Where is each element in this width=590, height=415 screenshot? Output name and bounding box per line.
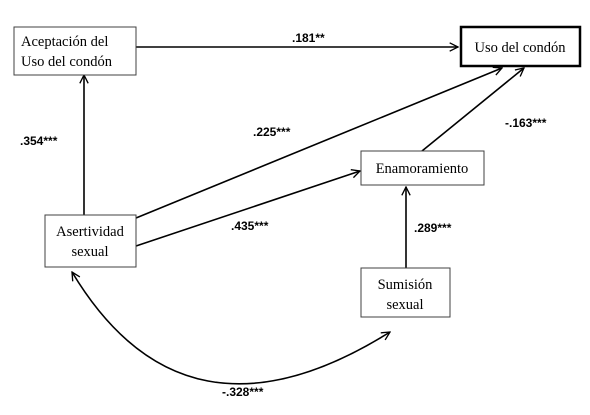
node-aceptacion-del-uso-del-condon: Aceptación del Uso del condón [13,26,137,76]
node-uso-label: Uso del condón [474,40,566,56]
node-sumision-line2: sexual [386,297,423,313]
node-aceptacion-line1: Aceptación del [21,34,108,50]
node-uso-del-condon: Uso del condón [459,25,582,68]
node-aceptacion-line2: Uso del condón [21,54,113,70]
coef-enamoramiento-uso: -.163*** [505,116,547,130]
arrow-enamoramiento-to-uso [421,68,524,152]
node-sumision-sexual: Sumisión sexual [360,267,451,318]
coef-sumision-enamoramiento: .289*** [414,221,452,235]
arrow-asertividad-to-enamoramiento [135,171,360,247]
coef-aceptacion-uso: .181** [292,31,325,45]
node-enamoramiento: Enamoramiento [360,150,485,186]
node-asertividad-line1: Asertividad [56,224,124,240]
node-asertividad-line2: sexual [71,244,108,260]
node-asertividad-sexual: Asertividad sexual [44,214,137,268]
coef-asertividad-aceptacion: .354*** [20,134,58,148]
node-sumision-line1: Sumisión [378,277,434,293]
coef-asertividad-enamoramiento: .435*** [231,219,269,233]
node-enamoramiento-label: Enamoramiento [376,161,469,177]
coef-covariance-asertividad-sumision: -.328*** [222,385,264,399]
coef-asertividad-uso: .225*** [253,125,291,139]
covariance-asertividad-sumision [72,272,390,385]
arrow-asertividad-to-uso [135,68,502,219]
